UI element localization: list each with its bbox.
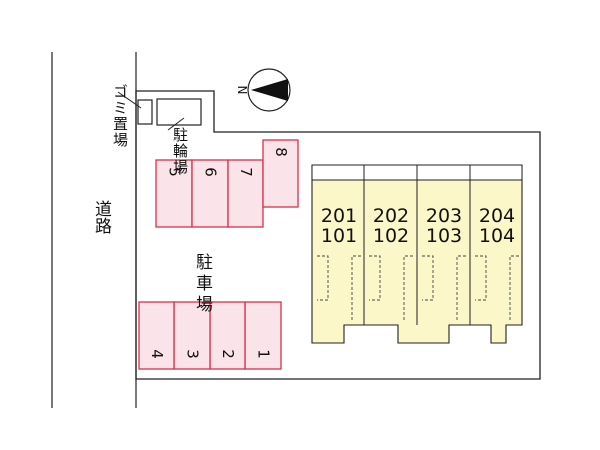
parking-space-1 (244, 301, 282, 370)
unit-interior-dash (475, 255, 487, 301)
parking-space-3 (173, 301, 211, 370)
parking-space-number: 6 (202, 167, 220, 177)
parking-space-2 (209, 301, 246, 370)
compass: N (235, 68, 291, 112)
unit-number-lower: 103 (426, 225, 462, 247)
site-boundary (135, 90, 541, 380)
parking-spaces: 1 2 3 4 5 6 7 8 (138, 139, 299, 370)
unit-interior-dash (422, 255, 434, 301)
parking-label: 駐車場 (192, 253, 213, 316)
unit-interior-dash (456, 255, 466, 322)
parking-space-number: 4 (148, 349, 166, 359)
parking-space-8 (262, 139, 299, 208)
unit-number-lower: 101 (321, 225, 357, 247)
unit-interior-dash (351, 255, 361, 322)
parking-space-number: 8 (272, 147, 290, 157)
compass-label: N (235, 86, 249, 95)
unit-number-upper: 201 (321, 205, 357, 227)
unit-number-lower: 102 (373, 225, 409, 247)
parking-space-5 (155, 159, 193, 228)
bicycle-area (156, 98, 202, 126)
parking-space-4 (138, 301, 175, 370)
parking-space-number: 7 (237, 167, 255, 177)
garbage-leader (117, 91, 142, 109)
parking-space-number: 3 (184, 349, 202, 359)
unit-interior-dash (317, 255, 329, 301)
unit-interior-dash (509, 255, 519, 322)
parking-space-number: 1 (255, 349, 273, 359)
unit-number-lower: 104 (479, 225, 515, 247)
unit-number-upper: 204 (479, 205, 515, 227)
unit-number-upper: 202 (373, 205, 409, 227)
garbage-label: ゴミ置場 (111, 84, 129, 148)
garbage-area (137, 99, 153, 125)
parking-space-number: 5 (166, 167, 184, 177)
unit-interior-dash (403, 255, 413, 322)
road-label: 道路 (91, 200, 112, 234)
bicycle-leader (167, 117, 185, 131)
unit-number-upper: 203 (426, 205, 462, 227)
unit-interior-dash (369, 255, 381, 301)
parking-space-number: 2 (219, 349, 237, 359)
parking-space-7 (227, 159, 264, 228)
bicycle-label: 駐輪場 (171, 127, 189, 175)
